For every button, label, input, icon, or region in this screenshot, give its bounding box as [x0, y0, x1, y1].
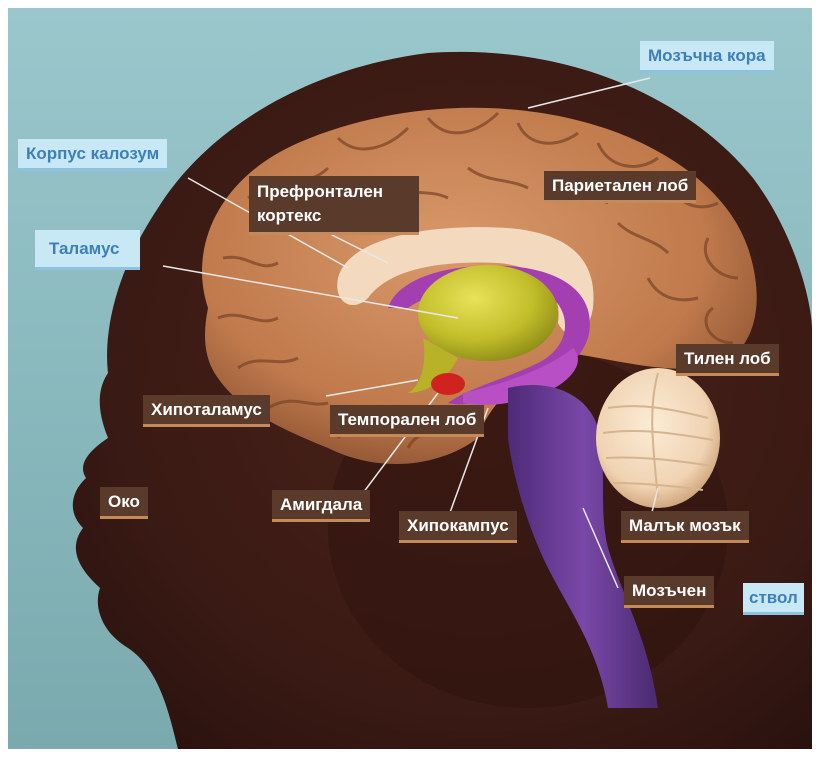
label-cerebral-cortex: Мозъчна кора	[640, 41, 774, 73]
label-cerebellum: Малък мозък	[621, 511, 749, 543]
prefrontal-line-1: Префронтален	[257, 182, 383, 201]
label-prefrontal-cortex: Префронтален кортекс	[249, 176, 419, 235]
label-eye: Око	[100, 487, 148, 519]
label-brainstem-continued: ствол	[743, 583, 804, 615]
thalamus-shape	[418, 265, 558, 361]
brain-illustration	[8, 8, 812, 749]
label-corpus-callosum: Корпус калозум	[18, 139, 167, 171]
label-hypothalamus: Хипоталамус	[143, 395, 270, 427]
label-amygdala: Амигдала	[272, 490, 370, 522]
label-hippocampus: Хипокампус	[399, 511, 517, 543]
label-parietal-lobe: Париеталeн лоб	[544, 171, 696, 203]
label-temporal-lobe: Темпорален лоб	[330, 405, 484, 437]
label-brainstem: Мозъчен	[624, 576, 714, 608]
label-occipital-lobe: Тилен лоб	[676, 344, 779, 376]
prefrontal-line-2: кортекс	[257, 206, 321, 225]
amygdala-shape	[431, 373, 465, 395]
brain-diagram: Мозъчна кора Корпус калозум Префронтален…	[8, 8, 812, 749]
label-thalamus: Таламус	[35, 230, 140, 270]
